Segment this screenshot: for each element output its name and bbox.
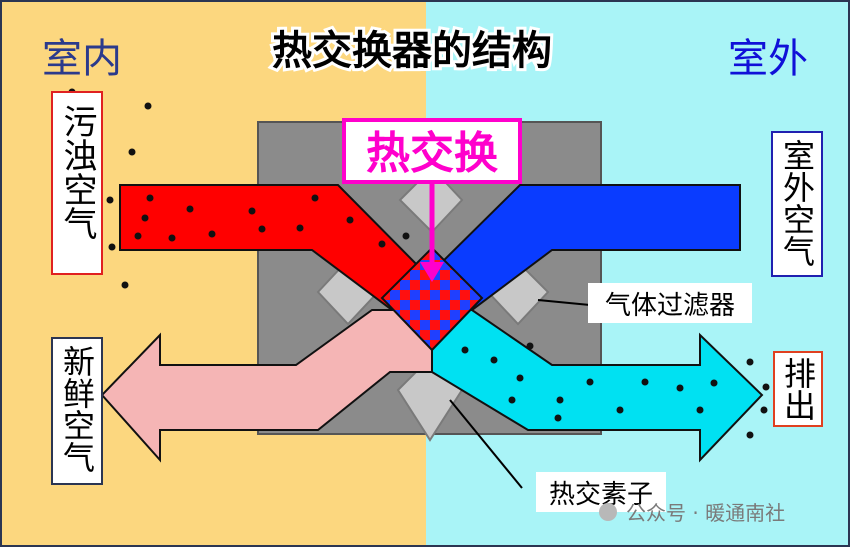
watermark: 公众号 · 暖通南社: [626, 501, 785, 525]
heat-exchange-label: 热交换: [366, 128, 498, 179]
outdoor-heading: 室外: [728, 36, 808, 82]
pollutant-particles: [68, 88, 770, 439]
heat-exchange-core: [380, 246, 484, 352]
exhaust-label-box: [773, 351, 823, 427]
filter-label: 气体过滤器: [605, 291, 735, 321]
dirty-air-label-box: [51, 91, 103, 275]
element-label-box: [536, 472, 666, 512]
diagram-title: 热交换器的结构: [272, 28, 552, 74]
exhaust-label: 排出: [779, 357, 817, 421]
fresh-air-label: 新鲜空气: [58, 345, 96, 473]
exhaust-duct: [431, 309, 764, 463]
wechat-icon: [599, 503, 617, 521]
filter-label-box: [588, 283, 752, 323]
outdoor-air-label-box: [771, 131, 823, 277]
filter-leader-line: [537, 299, 591, 306]
dirty-air-label: 污浊空气: [57, 104, 97, 240]
fresh-air-label-box: [51, 337, 103, 485]
heat-exchange-pointer-head: [420, 262, 444, 282]
fresh-air-duct: [100, 309, 433, 463]
element-leader-line: [449, 399, 523, 489]
outdoor-air-label: 室外空气: [778, 139, 816, 267]
element-label: 热交素子: [549, 480, 653, 510]
heat-exchange-label-box: [342, 118, 522, 184]
indoor-heading: 室内: [42, 36, 122, 82]
